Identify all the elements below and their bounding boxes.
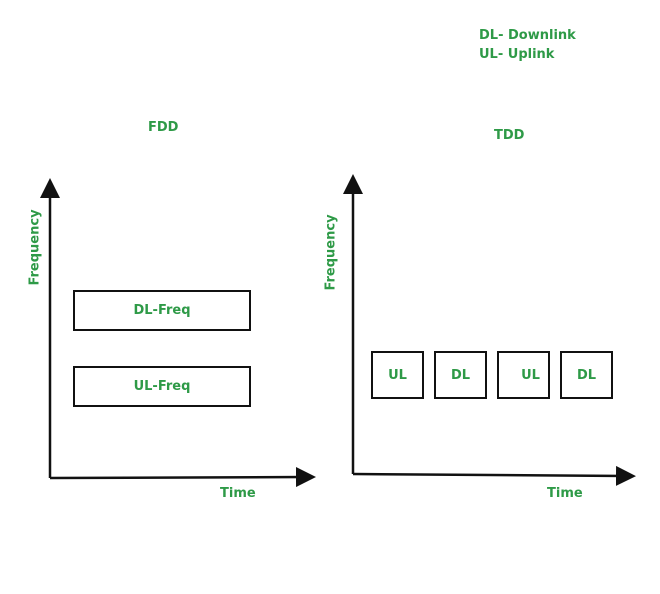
fdd-x-label: Time (220, 486, 256, 501)
tdd-slot-ul: UL (371, 351, 424, 399)
fdd-dl-freq-box: DL-Freq (73, 290, 251, 331)
legend-ul: UL- Uplink (479, 47, 555, 62)
tdd-slot-ul: UL (497, 351, 550, 399)
tdd-x-axis (352, 465, 636, 486)
tdd-y-label: Frequency (323, 214, 339, 291)
tdd-x-label: Time (547, 486, 583, 501)
fdd-y-label: Frequency (27, 209, 43, 286)
tdd-slot-dl: DL (434, 351, 487, 399)
fdd-title: FDD (148, 120, 179, 135)
tdd-title: TDD (494, 128, 525, 143)
fdd-x-axis (49, 467, 316, 488)
tdd-slot-dl: DL (560, 351, 613, 399)
legend-dl: DL- Downlink (479, 28, 576, 43)
fdd-ul-freq-box: UL-Freq (73, 366, 251, 407)
